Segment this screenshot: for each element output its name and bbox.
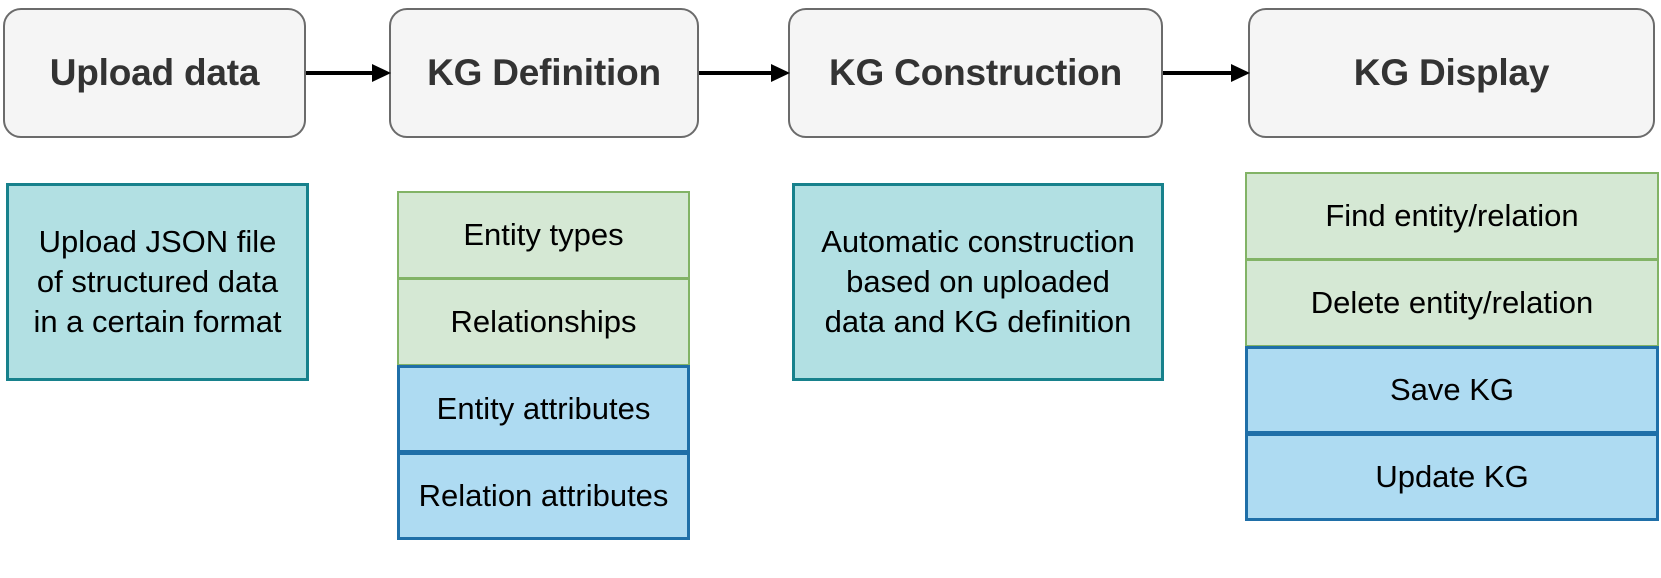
detail-text: Relationships xyxy=(450,302,636,342)
detail-line: Delete entity/relation xyxy=(1310,284,1594,320)
detail-box-find-entity-relation[interactable]: Find entity/relation xyxy=(1245,172,1659,260)
arrow-upload-data-to-kg-definition xyxy=(306,64,391,82)
detail-box-relationships[interactable]: Relationships xyxy=(397,278,690,366)
detail-line: Automatic construction xyxy=(821,223,1135,259)
detail-box-update-kg[interactable]: Update KG xyxy=(1245,433,1659,521)
detail-text: Entity attributes xyxy=(437,389,651,429)
detail-text: Automatic construction based on uploaded… xyxy=(821,222,1135,343)
detail-box-entity-types[interactable]: Entity types xyxy=(397,191,690,279)
detail-line: data and KG definition xyxy=(824,304,1132,340)
detail-text: Delete entity/relation xyxy=(1311,283,1594,323)
detail-text: Upload JSON file of structured data in a… xyxy=(33,222,281,343)
detail-box-save-kg[interactable]: Save KG xyxy=(1245,346,1659,434)
detail-line: Relation attributes xyxy=(418,477,669,513)
stage-box-upload-data[interactable]: Upload data xyxy=(3,8,306,138)
detail-line: of structured data xyxy=(36,263,279,299)
detail-text: Relation attributes xyxy=(419,476,669,516)
detail-text: Save KG xyxy=(1390,370,1514,410)
detail-text: Entity types xyxy=(463,215,623,255)
detail-text: Find entity/relation xyxy=(1325,196,1578,236)
detail-line: Update KG xyxy=(1375,458,1529,494)
detail-line: Find entity/relation xyxy=(1325,197,1579,233)
detail-line: Entity types xyxy=(463,216,624,252)
detail-line: Entity attributes xyxy=(436,390,651,426)
detail-text: Update KG xyxy=(1375,457,1528,497)
detail-line: in a certain format xyxy=(33,304,282,340)
arrow-kg-construction-to-kg-display xyxy=(1163,64,1250,82)
arrow-kg-definition-to-kg-construction xyxy=(699,64,790,82)
detail-line: based on uploaded xyxy=(846,263,1110,299)
detail-box-entity-attributes[interactable]: Entity attributes xyxy=(397,365,690,453)
detail-line: Save KG xyxy=(1389,371,1515,407)
detail-box-delete-entity-relation[interactable]: Delete entity/relation xyxy=(1245,259,1659,347)
stage-box-kg-construction[interactable]: KG Construction xyxy=(788,8,1163,138)
detail-line: Relationships xyxy=(450,303,637,339)
stage-box-kg-definition[interactable]: KG Definition xyxy=(389,8,699,138)
detail-line: Upload JSON file xyxy=(38,223,277,259)
detail-box-upload-json-file[interactable]: Upload JSON file of structured data in a… xyxy=(6,183,309,381)
detail-box-relation-attributes[interactable]: Relation attributes xyxy=(397,452,690,540)
stage-box-kg-display[interactable]: KG Display xyxy=(1248,8,1655,138)
detail-box-automatic-construction[interactable]: Automatic construction based on uploaded… xyxy=(792,183,1164,381)
